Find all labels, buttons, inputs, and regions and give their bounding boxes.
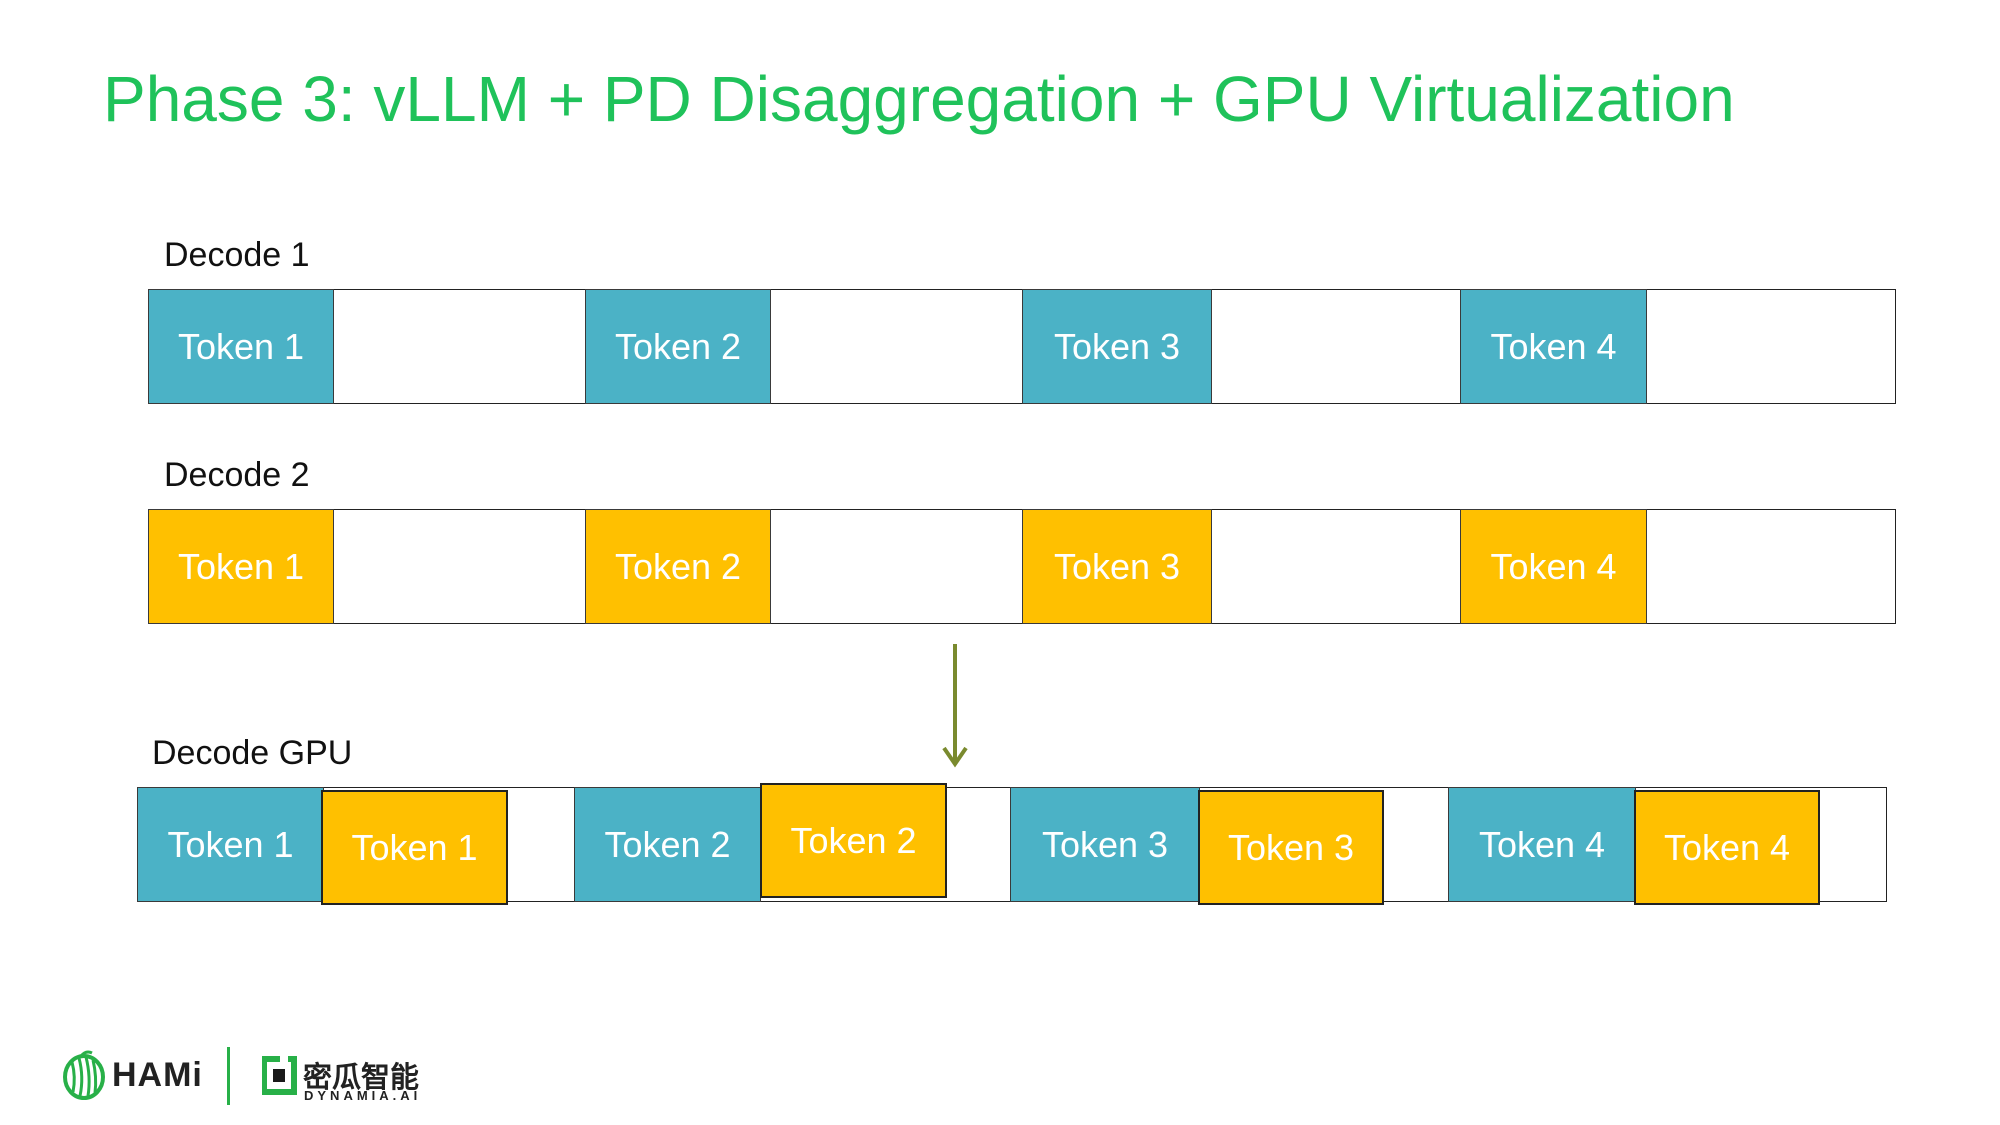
- gpu-decode1-token-block: Token 2: [574, 787, 761, 902]
- gpu-decode1-token-block: Token 1: [137, 787, 324, 902]
- decode1-token-block: Token 4: [1460, 289, 1647, 404]
- dynamia-logo-icon: [262, 1056, 297, 1095]
- decode1-timeline: Token 1 Token 2 Token 3 Token 4: [148, 289, 1896, 404]
- decode1-token-block: Token 2: [585, 289, 771, 404]
- decode-gpu-label: Decode GPU: [152, 734, 353, 772]
- decode1-label: Decode 1: [164, 236, 310, 274]
- gpu-decode1-token-block: Token 3: [1010, 787, 1200, 902]
- down-arrow-icon: [942, 644, 968, 768]
- gpu-decode2-token-block: Token 1: [321, 790, 508, 905]
- hami-logo-icon: [63, 1050, 105, 1100]
- decode2-token-block: Token 4: [1460, 509, 1647, 624]
- decode2-token-block: Token 2: [585, 509, 771, 624]
- decode1-token-block: Token 1: [148, 289, 334, 404]
- footer-divider: [227, 1047, 230, 1105]
- page-title: Phase 3: vLLM + PD Disaggregation + GPU …: [103, 63, 1735, 135]
- gpu-decode2-token-block: Token 4: [1634, 790, 1820, 905]
- dynamia-logo-cn-text: 密瓜智能: [303, 1062, 420, 1094]
- gpu-decode2-token-block: Token 3: [1198, 790, 1384, 905]
- decode2-token-block: Token 1: [148, 509, 334, 624]
- decode2-token-block: Token 3: [1022, 509, 1212, 624]
- gpu-decode1-token-block: Token 4: [1448, 787, 1636, 902]
- decode2-label: Decode 2: [164, 456, 310, 494]
- decode2-timeline: Token 1 Token 2 Token 3 Token 4: [148, 509, 1896, 624]
- decode1-token-block: Token 3: [1022, 289, 1212, 404]
- gpu-decode2-token-block: Token 2: [760, 783, 947, 898]
- dynamia-logo-en-text: DYNAMIA.AI: [304, 1088, 422, 1103]
- hami-logo-text: HAMi: [112, 1056, 203, 1094]
